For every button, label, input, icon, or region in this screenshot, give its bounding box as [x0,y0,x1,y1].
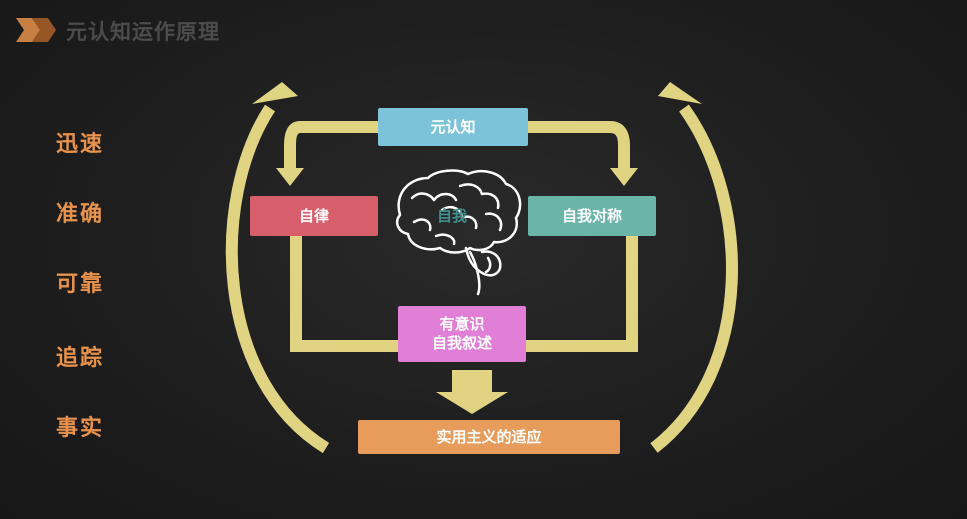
side-item-reliable: 可靠 [56,272,105,297]
curve-left-outer [225,104,330,454]
arrow-head-left [276,168,304,186]
arrow-top-to-right [528,121,630,168]
side-item-track: 追踪 [56,346,105,371]
box-self-narrative-line2: 自我叙述 [431,334,492,352]
box-self-symmetry: 自我对称 [528,196,656,236]
line-left-to-middle [290,236,398,352]
arrow-top-to-left [284,121,378,168]
brain-label: 自我 [436,207,467,225]
curve-right-outer [650,104,738,453]
arrow-head-curve-right [658,82,702,104]
title-chevron-icon [16,18,56,42]
side-item-fast: 迅速 [56,132,105,157]
box-self-narrative-line1: 有意识 [439,315,485,333]
arrow-head-right [610,168,638,186]
box-self-discipline: 自律 [250,196,378,236]
slide-title: 元认知运作原理 [66,20,220,44]
box-self-narrative: 有意识 自我叙述 [398,306,526,362]
arrow-down-to-bottom [436,370,508,414]
box-pragmatic-adaptation: 实用主义的适应 [358,420,620,454]
box-metacognition: 元认知 [378,108,528,146]
arrow-head-curve-left [252,82,298,104]
line-right-to-middle [526,236,638,352]
side-item-fact: 事实 [56,416,105,441]
side-item-accurate: 准确 [56,202,105,227]
